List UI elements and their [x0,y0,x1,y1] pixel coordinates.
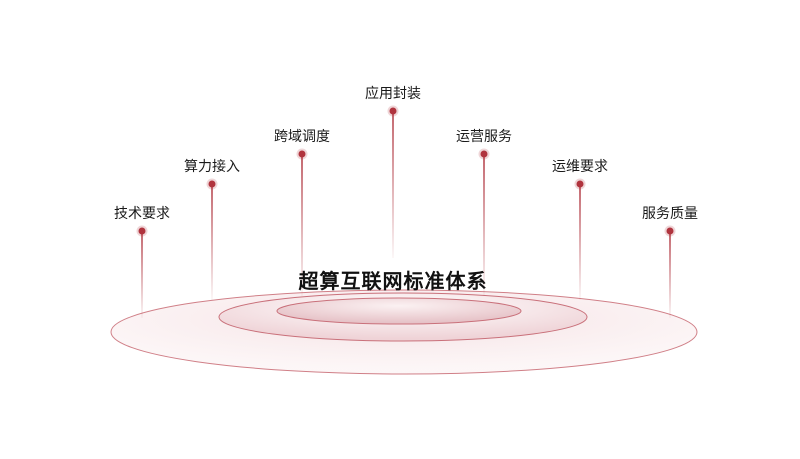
pillar-label: 运营服务 [456,129,512,145]
pillar-3: 跨域调度 [274,129,330,296]
pillar-line [669,231,671,318]
inner-ring [276,297,522,325]
pillar-line [211,184,213,300]
pillar-dot [138,227,146,235]
diagram-title: 超算互联网标准体系 [298,269,488,293]
pillar-dot [298,150,306,158]
pillar-dot [576,180,584,188]
pillar-label: 跨域调度 [274,129,330,145]
pillar-label: 应用封装 [365,85,421,102]
pillar-line [579,184,581,300]
pillar-line [392,111,394,258]
pillar-dot [208,180,216,188]
base-rings [110,289,698,375]
pillar-label: 技术要求 [114,206,170,222]
pillar-4: 应用封装 [365,85,421,258]
pillar-label: 运维要求 [552,159,608,175]
pillar-line [483,154,485,296]
pillar-7: 服务质量 [642,206,698,318]
pillar-line [141,231,143,318]
pillar-label: 算力接入 [184,158,240,175]
pillar-6: 运维要求 [552,159,608,300]
pillar-label: 服务质量 [642,206,698,222]
pillar-dot [389,107,397,115]
pillar-line [301,154,303,296]
pillar-5: 运营服务 [456,129,512,296]
pillar-2: 算力接入 [184,158,240,300]
pillar-dot [480,150,488,158]
pillar-dot [666,227,674,235]
pillar-1: 技术要求 [114,206,170,318]
